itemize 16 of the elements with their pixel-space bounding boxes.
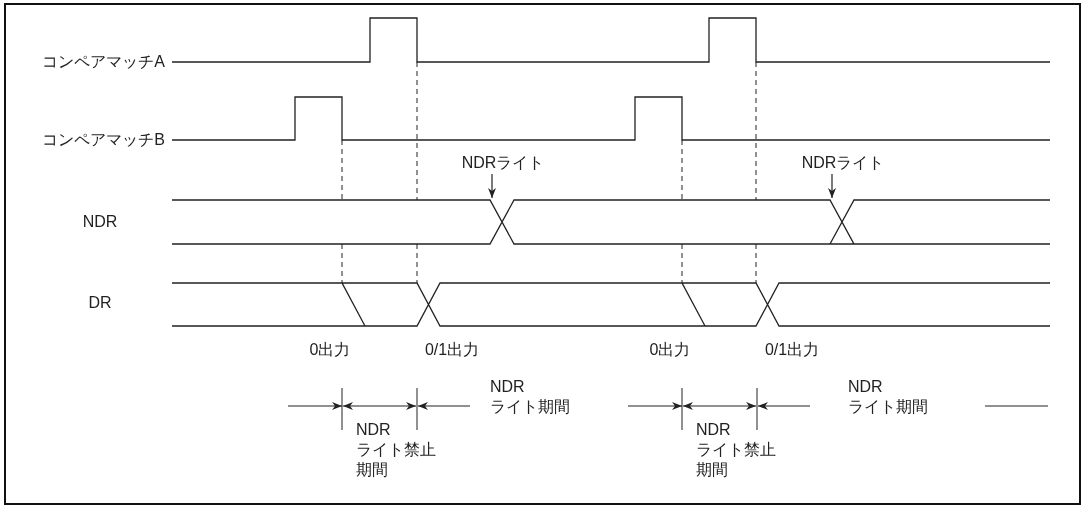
signal-label: DR	[88, 293, 112, 313]
output-label: 0/1出力	[764, 340, 820, 360]
arrow	[828, 173, 836, 199]
output-label: 0出力	[309, 340, 351, 360]
signal-label: コンペアマッチA	[42, 52, 165, 72]
write-label: NDRライト	[461, 153, 545, 173]
period-label: NDR ライト期間	[848, 377, 928, 417]
period-label: NDR ライト期間	[490, 377, 570, 417]
signal-label: コンペアマッチB	[42, 130, 165, 150]
write-label: NDRライト	[801, 153, 885, 173]
output-label: 0出力	[649, 340, 691, 360]
output-label: 0/1出力	[424, 340, 480, 360]
period-label: NDR ライト禁止期間	[696, 420, 777, 480]
signal-label: NDR	[82, 212, 118, 232]
period-label: NDR ライト禁止期間	[356, 420, 437, 480]
arrow	[488, 173, 496, 199]
